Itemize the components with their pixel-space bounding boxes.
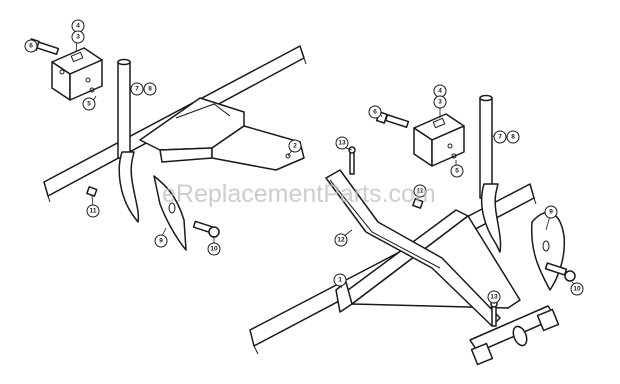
svg-text:6: 6 — [29, 43, 33, 50]
svg-text:10: 10 — [573, 286, 581, 293]
svg-text:7: 7 — [498, 134, 502, 141]
left-nut-11 — [86, 186, 98, 197]
right-hitch-arm — [325, 169, 501, 327]
left-shovel-9 — [153, 175, 187, 251]
callout-right-6: 6 — [368, 105, 382, 119]
callout-right-1: 1 — [333, 273, 347, 287]
svg-text:1: 1 — [338, 277, 342, 284]
callout-left-3: 3 — [71, 30, 85, 44]
right-shank-post — [479, 94, 493, 199]
svg-text:9: 9 — [159, 238, 163, 245]
right-nut-11 — [412, 198, 424, 209]
svg-text:8: 8 — [148, 86, 152, 93]
svg-text:9: 9 — [549, 209, 553, 216]
callout-left-4: 4 — [71, 19, 85, 33]
svg-text:13: 13 — [490, 294, 498, 301]
right-bolt-10 — [544, 262, 576, 282]
svg-text:13: 13 — [338, 140, 346, 147]
svg-text:10: 10 — [210, 246, 218, 253]
callout-left-6: 6 — [24, 39, 38, 53]
callout-left-10: 10 — [207, 242, 221, 256]
watermark-text: eReplacementParts.com — [162, 180, 436, 208]
left-hitch-frame — [139, 97, 305, 171]
callout-right-13-top: 13 — [335, 136, 349, 150]
callout-left-7: 7 — [130, 82, 144, 96]
callout-left-5: 5 — [82, 97, 96, 111]
left-assembly — [27, 37, 307, 251]
svg-text:7: 7 — [135, 86, 139, 93]
svg-text:6: 6 — [373, 109, 377, 116]
callout-right-12: 12 — [334, 233, 348, 247]
svg-text:2: 2 — [293, 143, 297, 150]
callout-right-5: 5 — [450, 164, 464, 178]
svg-text:3: 3 — [438, 99, 442, 106]
right-pin-13-top — [348, 146, 356, 175]
right-pin-13-bottom — [490, 300, 498, 327]
svg-text:3: 3 — [76, 34, 80, 41]
callout-left-8: 8 — [143, 82, 157, 96]
svg-text:8: 8 — [511, 134, 515, 141]
right-bolt-6 — [375, 111, 410, 129]
callout-right-7: 7 — [493, 130, 507, 144]
right-mount-clamp — [413, 113, 465, 167]
svg-text:4: 4 — [438, 88, 442, 95]
svg-text:11: 11 — [90, 208, 97, 215]
left-mount-clamp — [51, 47, 103, 101]
svg-text:12: 12 — [337, 237, 345, 244]
svg-text:11: 11 — [417, 188, 424, 195]
callout-right-9: 9 — [544, 205, 558, 219]
svg-text:5: 5 — [455, 168, 459, 175]
left-bolt-10 — [192, 220, 220, 238]
left-shank-post — [117, 58, 131, 159]
callout-right-13-bottom: 13 — [487, 290, 501, 304]
right-curved-shank — [480, 183, 502, 253]
callout-left-2: 2 — [288, 139, 302, 153]
svg-text:4: 4 — [76, 23, 80, 30]
left-curved-shank — [118, 151, 140, 223]
callout-left-9: 9 — [154, 234, 168, 248]
right-assembly — [249, 94, 576, 366]
callout-right-8: 8 — [506, 130, 520, 144]
callouts: 4 3 6 5 7 8 2 11 9 10 4 3 6 5 7 8 13 11 … — [24, 19, 584, 304]
svg-text:5: 5 — [87, 101, 91, 108]
callout-left-11: 11 — [86, 204, 100, 218]
callout-right-10: 10 — [570, 282, 584, 296]
callout-right-11: 11 — [413, 184, 427, 198]
callout-right-3: 3 — [433, 95, 447, 109]
callout-right-4: 4 — [433, 84, 447, 98]
